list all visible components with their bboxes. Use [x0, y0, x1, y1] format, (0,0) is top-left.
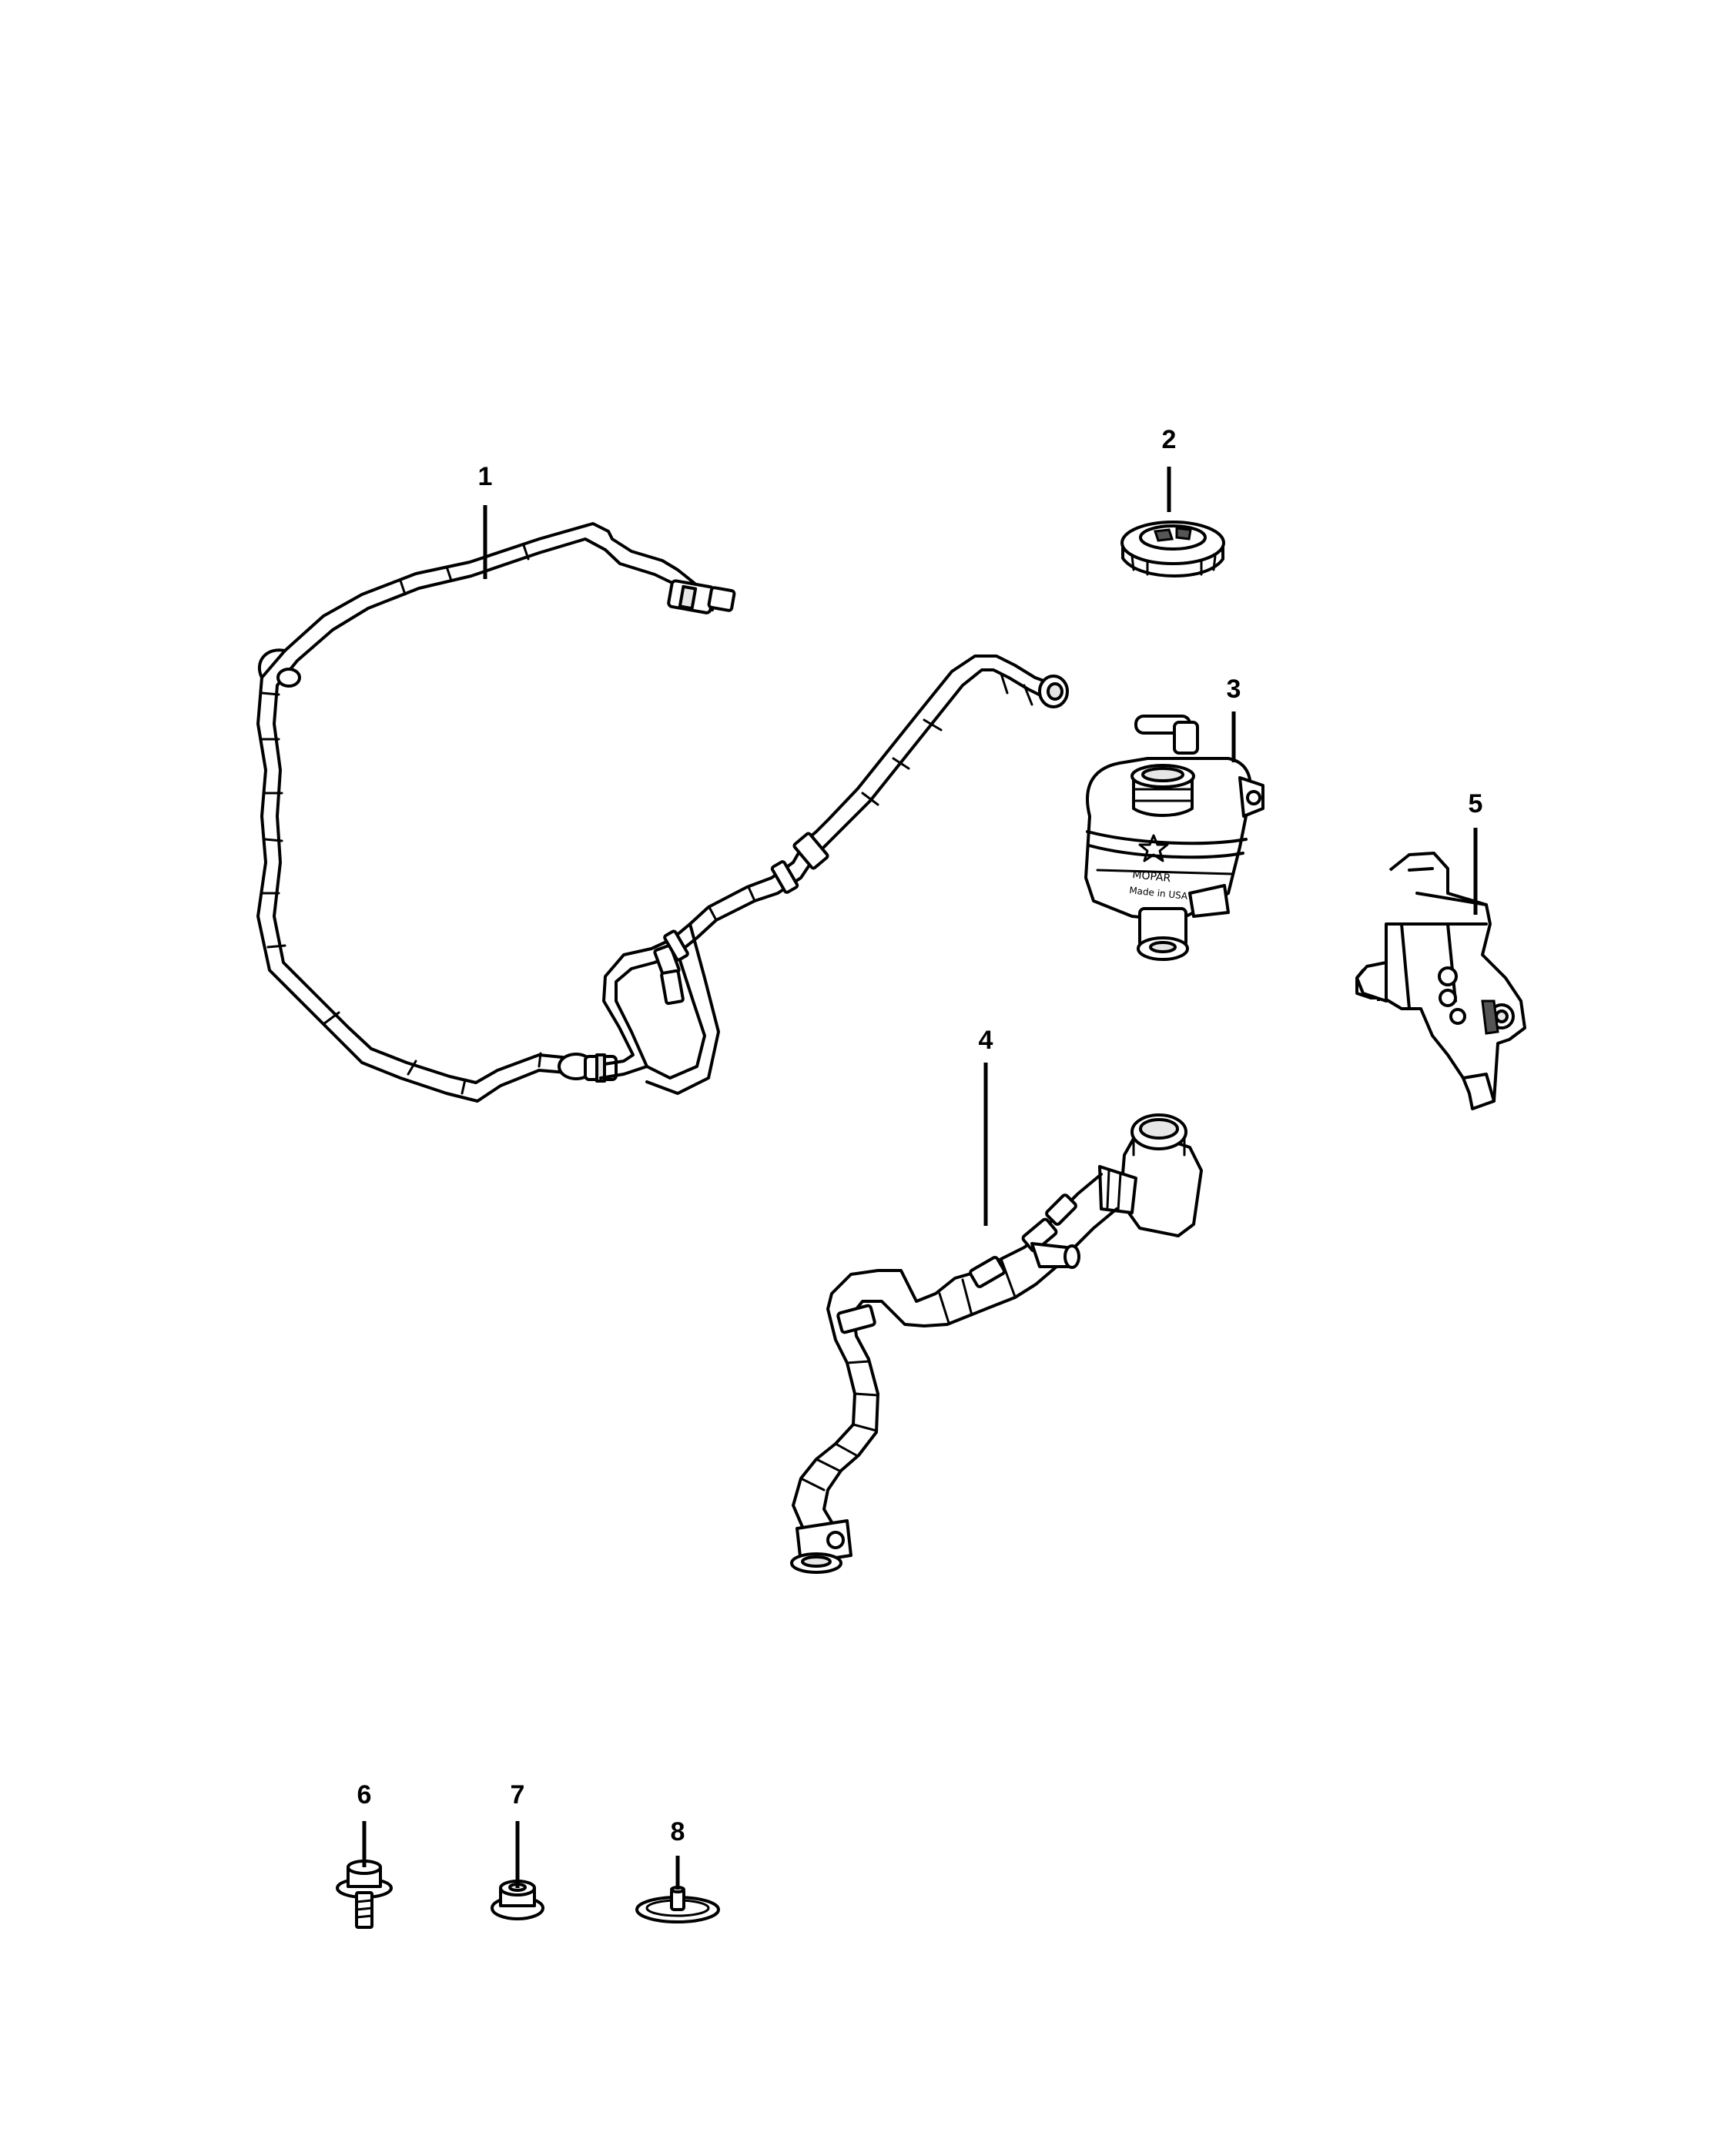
callout-3: 3: [1227, 675, 1241, 704]
callout-2: 2: [1162, 425, 1177, 454]
callout-5: 5: [1469, 789, 1483, 819]
callout-4: 4: [979, 1026, 993, 1055]
part-8-push-pin: [635, 1886, 720, 1923]
part-2-pressure-cap: [1120, 521, 1225, 578]
part-3-coolant-reservoir: MOPAR Made in USA: [1084, 715, 1264, 961]
callout-labels: 1 2 3 4 5 6 7 8: [357, 425, 1483, 1846]
callout-leaders: [362, 467, 1478, 1890]
part-7-nut: [491, 1880, 544, 1920]
callout-6: 6: [357, 1780, 372, 1810]
callout-1: 1: [478, 462, 493, 491]
part-1-coolant-hose: [256, 522, 1069, 1103]
brand-star-icon: [1138, 834, 1169, 862]
callout-7: 7: [511, 1780, 525, 1810]
part-5-reservoir-bracket: [1355, 852, 1526, 1110]
part-6-bolt: [336, 1860, 393, 1929]
part-4-fill-hose: [790, 1113, 1203, 1574]
reservoir-marking-1: MOPAR: [1132, 869, 1172, 885]
callout-8: 8: [671, 1817, 685, 1846]
